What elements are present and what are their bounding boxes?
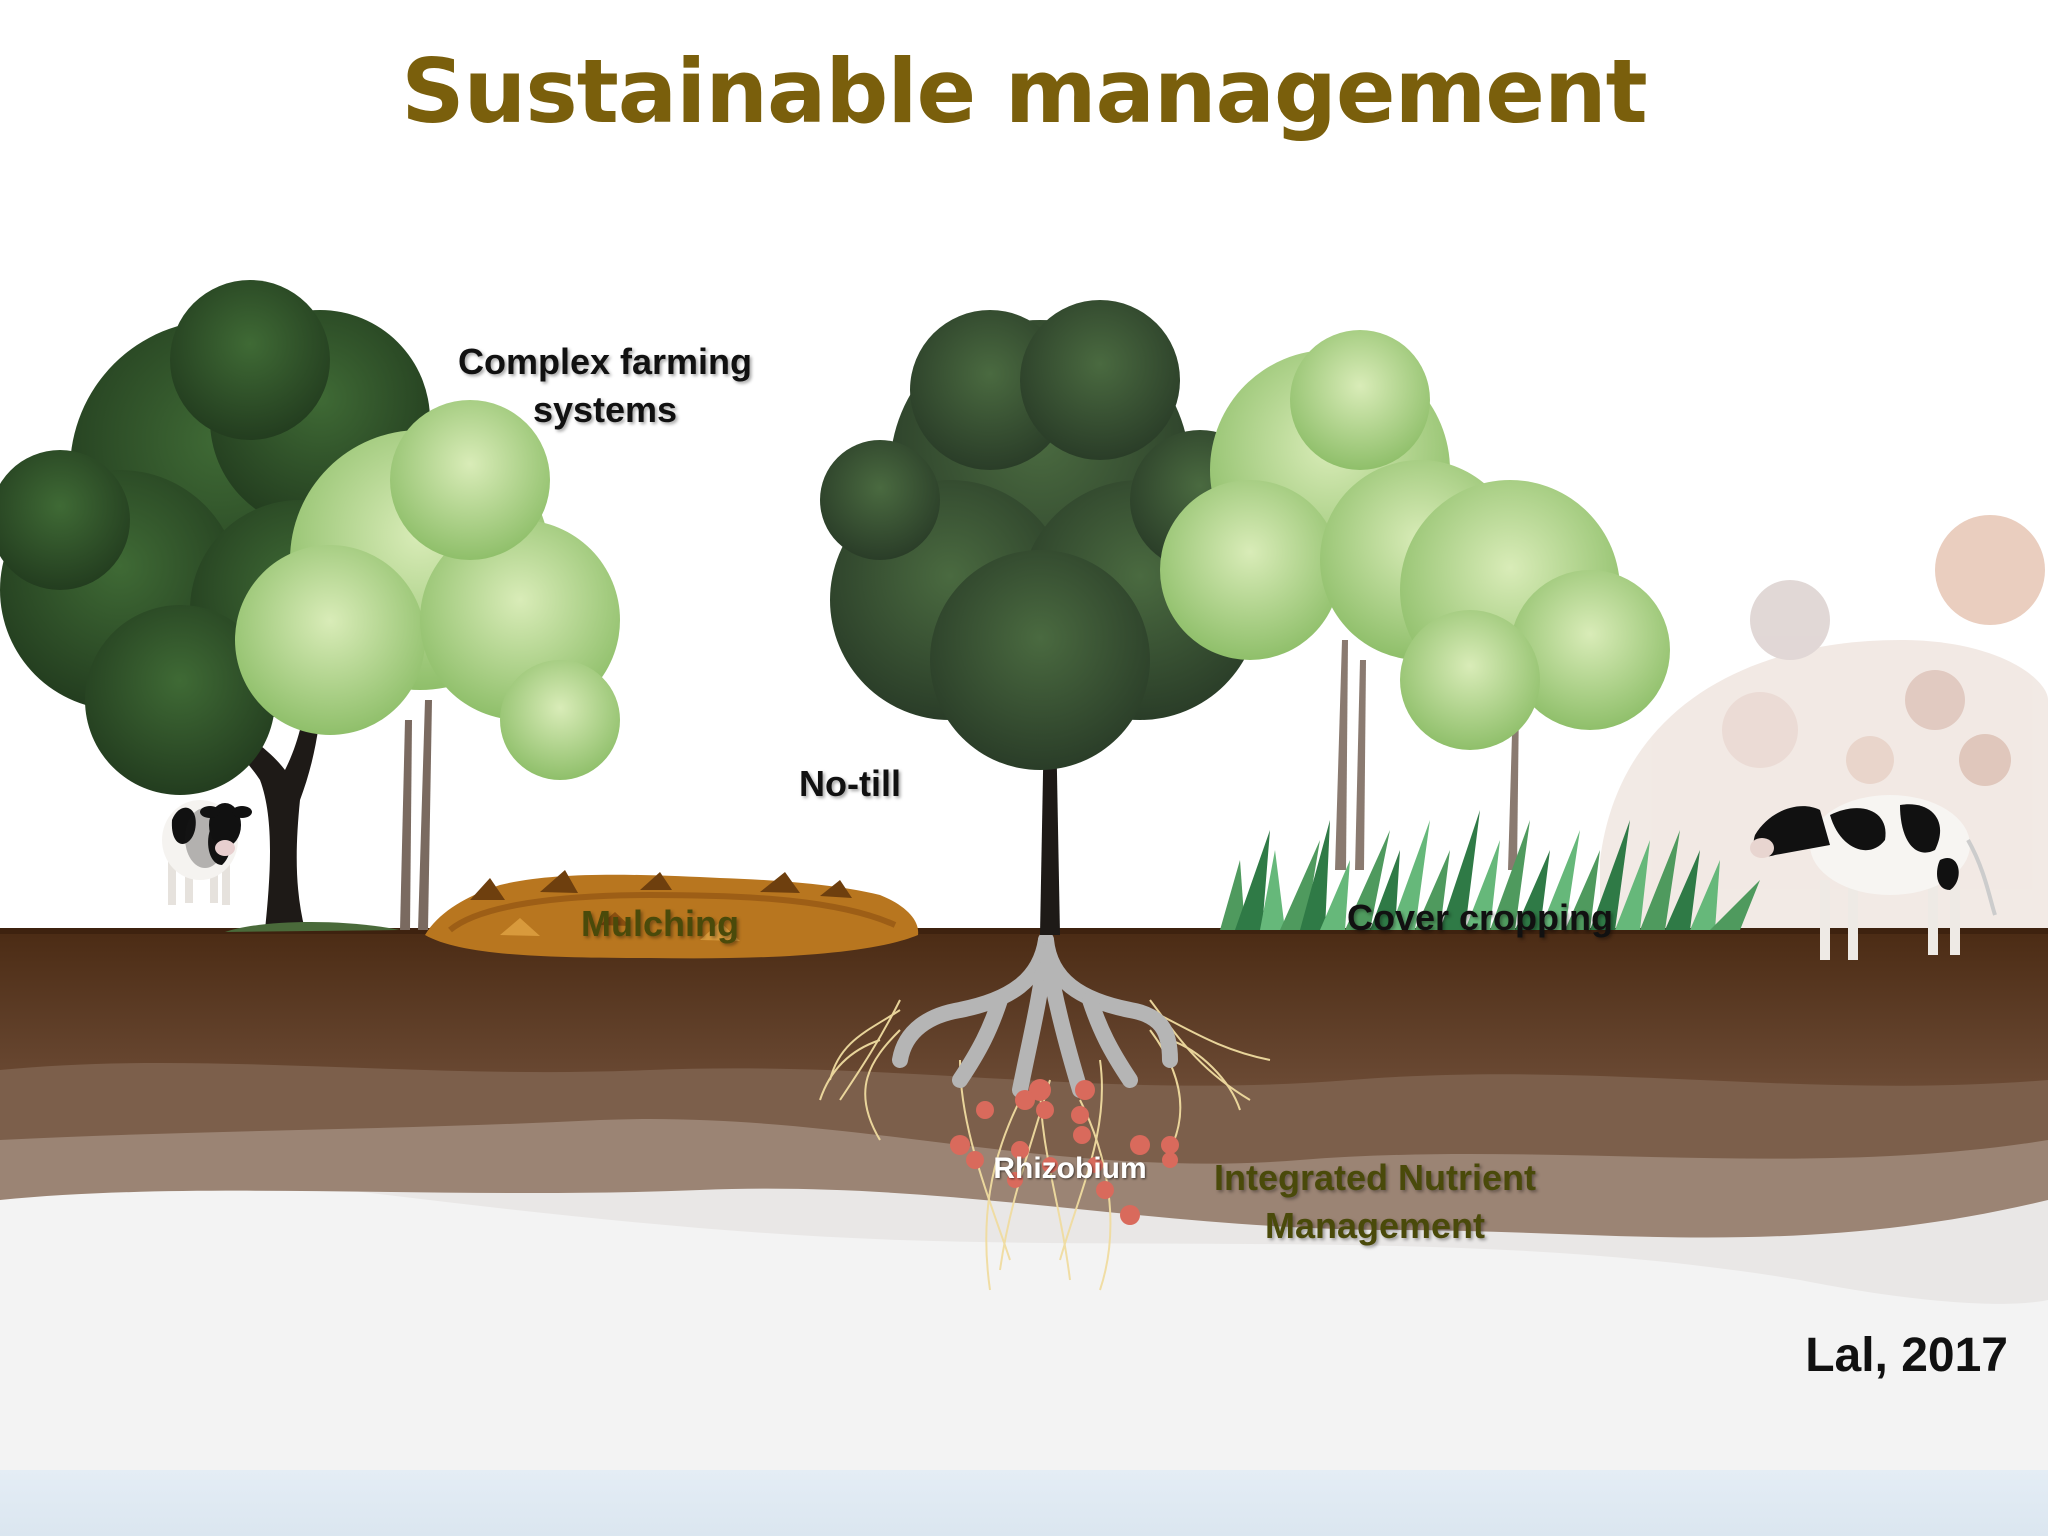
grass-patch	[225, 921, 400, 932]
mulch-pile	[425, 870, 919, 959]
rhizobium-nodules	[950, 1079, 1179, 1225]
light-green-trees-right	[1160, 330, 1670, 870]
citation: Lal, 2017	[1805, 1329, 2008, 1382]
label-complex-farming-systems: Complex farming systems	[430, 338, 780, 434]
label-rhizobium: Rhizobium	[993, 1152, 1147, 1185]
soil-profile	[0, 928, 2048, 1470]
cover-crop-grass	[1220, 810, 1760, 930]
label-no-till: No-till	[799, 763, 901, 804]
label-cover-cropping: Cover cropping	[1346, 897, 1614, 938]
label-inm-line2: Management	[1264, 1205, 1486, 1246]
label-complex-farming-line1: Complex farming	[457, 341, 753, 382]
root-system	[819, 932, 1271, 1291]
cow-right	[1750, 795, 1997, 960]
central-tree	[820, 300, 1270, 935]
cow-left	[162, 800, 252, 905]
slide-title: Sustainable management	[401, 40, 1647, 143]
label-complex-farming-line2: systems	[532, 389, 678, 430]
label-inm-line1: Integrated Nutrient	[1213, 1157, 1536, 1198]
label-integrated-nutrient-management: Integrated Nutrient Management	[1170, 1154, 1580, 1250]
label-mulching: Mulching	[581, 903, 739, 944]
light-green-tree-left	[235, 400, 620, 930]
bottom-band	[0, 1470, 2048, 1536]
